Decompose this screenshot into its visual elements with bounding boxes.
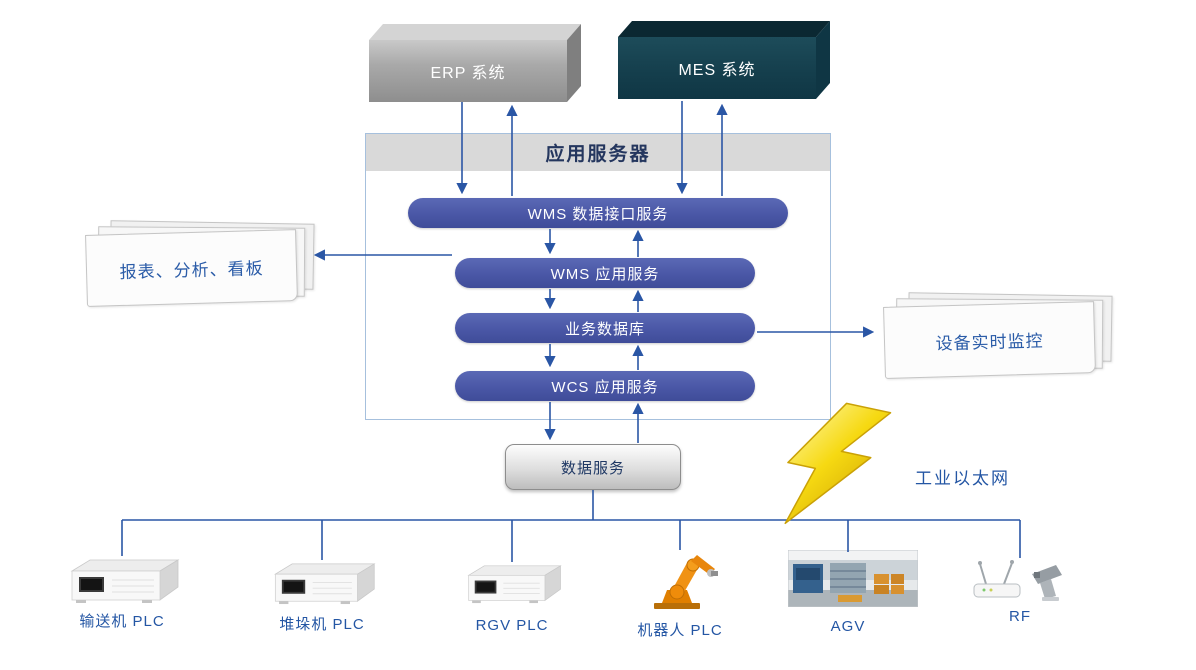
mes-system-box: MES 系统	[618, 21, 830, 99]
plc-module-icon	[70, 559, 180, 603]
stacker-plc-image	[266, 560, 378, 607]
device-label-robot-plc: 机器人 PLC	[637, 622, 723, 639]
device-label-rgv-plc: RGV PLC	[475, 617, 549, 634]
report-analysis-note: 报表、分析、看板	[85, 220, 315, 307]
device-label-rf: RF	[1009, 608, 1031, 625]
erp-system-label: ERP 系统	[430, 65, 506, 82]
paper-sheet-front: 设备实时监控	[883, 301, 1096, 379]
data-service-box: 数据服务	[505, 444, 681, 490]
layer-label: WMS 数据接口服务	[527, 205, 669, 223]
wms-application-service: WMS 应用服务	[455, 258, 755, 288]
monitoring-note-label: 设备实时监控	[935, 330, 1044, 354]
erp-box-front-face: ERP 系统	[369, 40, 567, 102]
wms-data-interface-service: WMS 数据接口服务	[408, 198, 788, 228]
erp-system-box: ERP 系统	[369, 24, 581, 102]
data-service-label: 数据服务	[560, 459, 625, 477]
erp-box-side-face	[567, 24, 581, 102]
mes-box-top-face	[618, 21, 830, 37]
mes-system-label: MES 系统	[678, 62, 756, 79]
paper-sheet-front: 报表、分析、看板	[85, 229, 298, 307]
layer-label: 业务数据库	[564, 320, 645, 338]
rgv-plc-image	[460, 562, 564, 606]
layer-label: WCS 应用服务	[551, 378, 659, 396]
business-database: 业务数据库	[455, 313, 755, 343]
device-label-stacker-plc: 堆垛机 PLC	[279, 616, 365, 633]
application-server-header: 应用服务器	[366, 134, 830, 171]
plc-module-icon	[467, 565, 562, 604]
wcs-application-service: WCS 应用服务	[455, 371, 755, 401]
device-label-agv: AGV	[830, 618, 866, 635]
robot-arm-image	[642, 548, 718, 610]
agv-warehouse-image	[788, 550, 918, 607]
rf-terminal-icon	[973, 560, 1062, 601]
warehouse-photo-icon	[788, 550, 918, 607]
application-server-title: 应用服务器	[545, 144, 651, 165]
mes-box-side-face	[816, 21, 830, 99]
robot-arm-icon	[654, 555, 718, 609]
layer-label: WMS 应用服务	[550, 265, 660, 283]
erp-box-top-face	[369, 24, 581, 40]
report-note-label: 报表、分析、看板	[119, 258, 264, 282]
industrial-ethernet-label: 工业以太网	[915, 469, 1010, 488]
conveyor-plc-image	[62, 556, 182, 606]
plc-module-icon	[274, 563, 376, 605]
device-monitoring-note: 设备实时监控	[883, 292, 1113, 379]
rf-devices-image	[972, 558, 1068, 604]
mes-box-front-face: MES 系统	[618, 37, 816, 99]
device-label-conveyor-plc: 输送机 PLC	[79, 613, 165, 630]
